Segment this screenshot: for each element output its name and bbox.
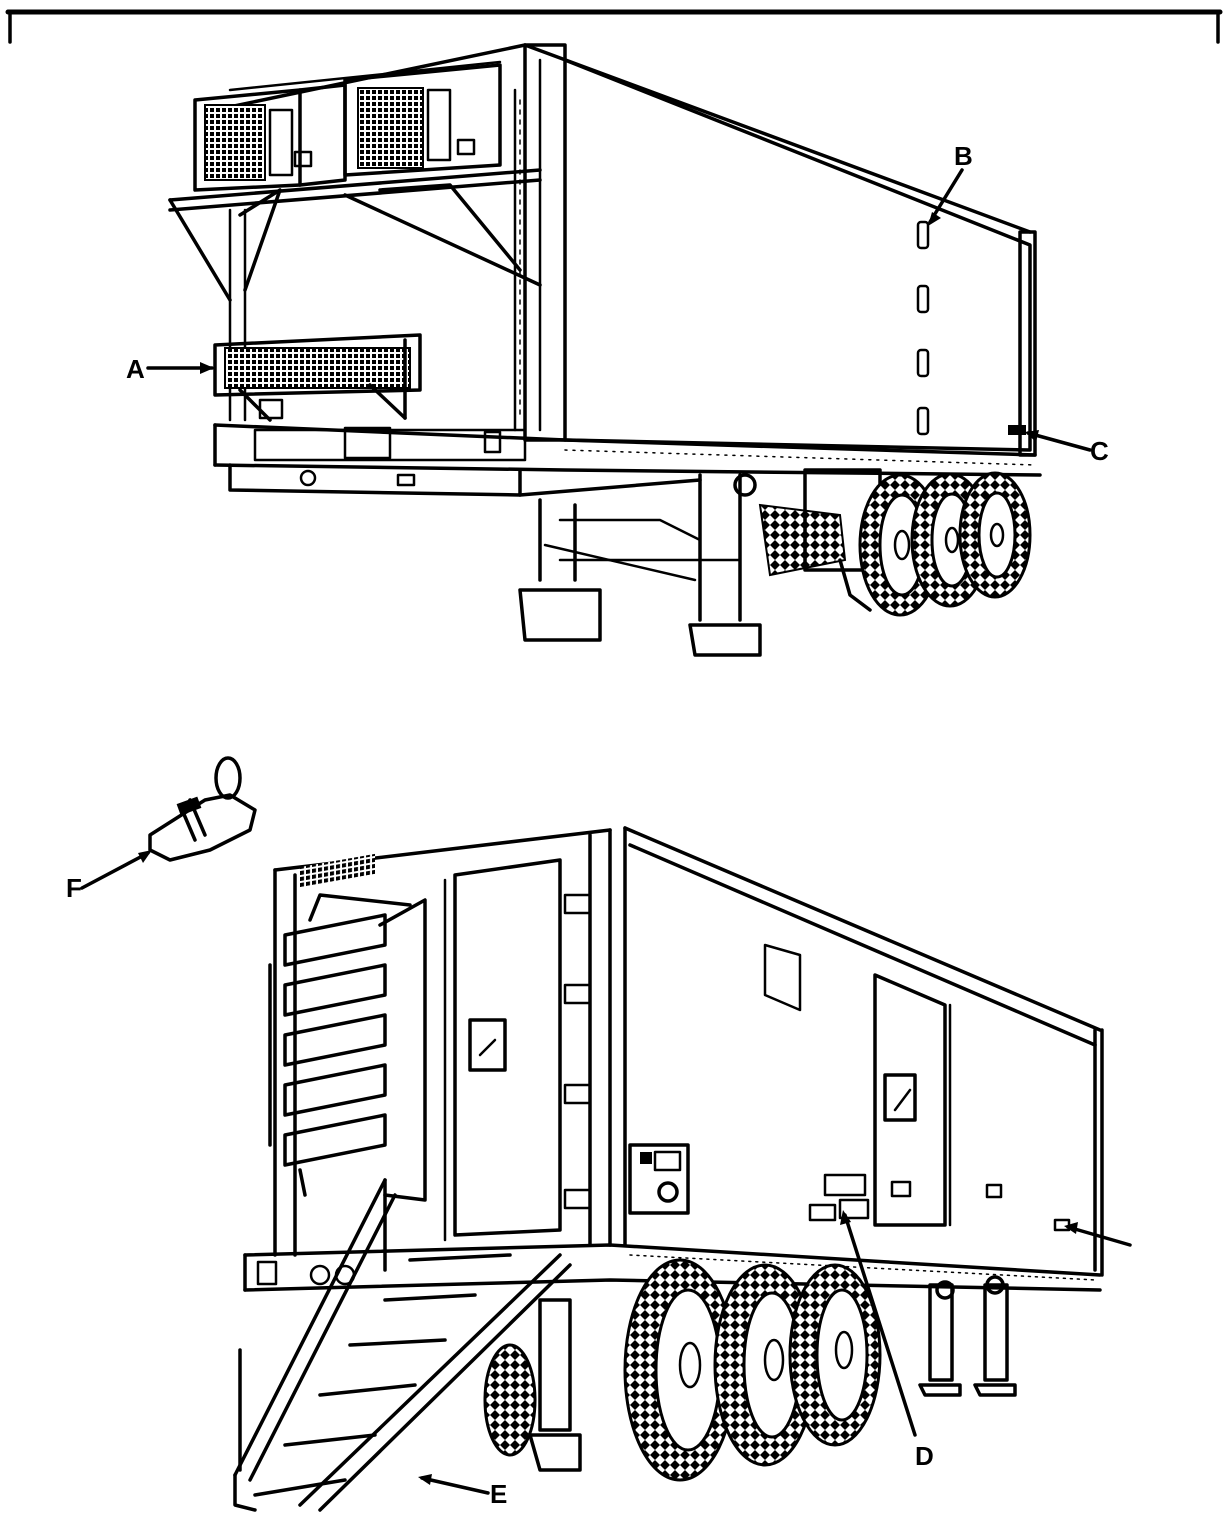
callout-f: F: [66, 873, 82, 903]
callout-c: C: [1090, 436, 1109, 466]
stacked-trays: [268, 853, 427, 1202]
wheels-bottom: [483, 1258, 882, 1482]
callout-b: B: [954, 141, 973, 171]
wheels-top: [838, 471, 1032, 617]
callout-e: E: [490, 1479, 507, 1509]
front-bumper: [228, 426, 527, 497]
landing-gear-top: [518, 473, 762, 657]
page-border: [5, 9, 1223, 44]
leaders-bottom: [418, 1210, 1132, 1495]
landing-gear-bottom: [528, 1275, 1017, 1472]
trailer-curbside-view: [233, 826, 1132, 1512]
box-body-top: [213, 43, 1042, 477]
leaders-top: [146, 168, 1092, 452]
trailer-rear-view: [146, 43, 1092, 657]
cable-reel-assembly: [213, 333, 422, 422]
hitch-part-f: [80, 756, 257, 890]
entry-stairs: [233, 1178, 572, 1512]
callout-d: D: [915, 1441, 934, 1471]
box-body-bottom: [243, 826, 1104, 1292]
air-conditioner-units: [193, 60, 502, 192]
callout-a: A: [126, 354, 145, 384]
